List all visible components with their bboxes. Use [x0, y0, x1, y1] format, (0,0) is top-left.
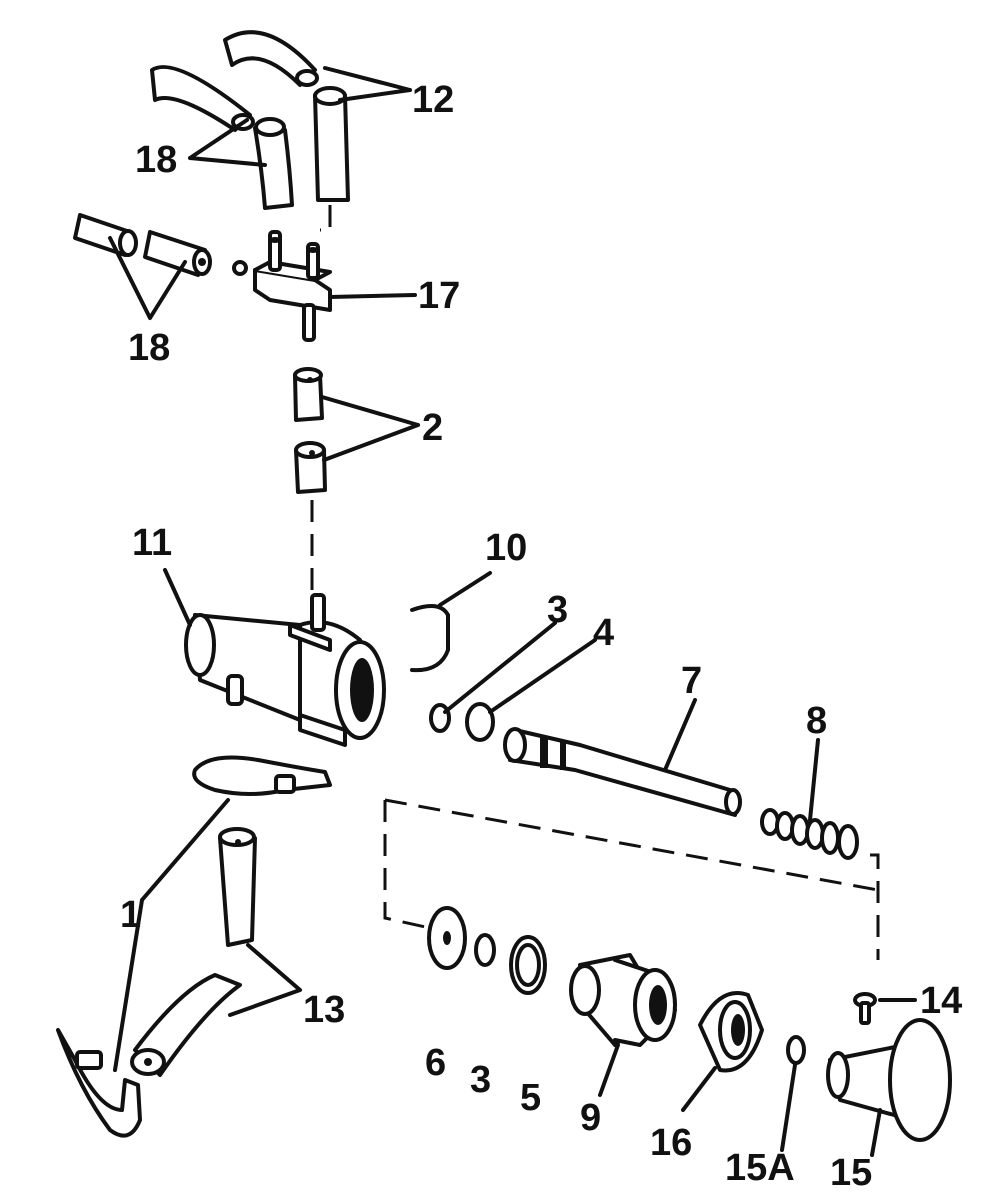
callout-3-upper: 3	[547, 589, 568, 631]
fitting-block-17	[232, 230, 332, 342]
callout-18-lower: 18	[128, 327, 170, 369]
connector-2-upper	[293, 367, 324, 422]
callout-18-upper: 18	[135, 139, 177, 181]
o-ring-3-lower	[474, 933, 496, 967]
valve-body-11	[184, 593, 386, 747]
o-ring-4	[465, 702, 495, 742]
seal-5	[509, 935, 547, 995]
hose-13-upper	[218, 827, 257, 947]
hose-18-short-b	[143, 230, 212, 277]
assembly-dash-outline	[383, 798, 880, 960]
clip-10	[410, 604, 450, 673]
connector-2-lower	[294, 441, 327, 494]
callout-10: 10	[485, 527, 527, 569]
callout-12: 12	[412, 79, 454, 121]
callout-9: 9	[580, 1097, 601, 1139]
callout-11: 11	[132, 522, 172, 564]
callout-2: 2	[422, 407, 443, 449]
washer-6	[427, 906, 467, 970]
washer-15a	[786, 1035, 806, 1065]
callout-16: 16	[650, 1122, 692, 1164]
hose-13-lower	[130, 973, 242, 1077]
hose-12-lower	[313, 86, 350, 202]
hose-18-short-a	[73, 213, 138, 257]
callout-13: 13	[303, 989, 345, 1031]
callout-14: 14	[920, 980, 962, 1022]
callout-15: 15	[830, 1152, 872, 1194]
hose-12-upper	[223, 30, 319, 87]
callout-1: 1	[120, 894, 141, 936]
callout-17: 17	[418, 275, 460, 317]
hose-18-lower	[253, 117, 294, 210]
callout-6: 6	[425, 1042, 446, 1084]
callout-labels: 12 18 17 18 2 11 10 3 4 7 8 1 13 14 6 3 …	[120, 79, 962, 1194]
bushing-9	[569, 953, 677, 1047]
callout-4: 4	[593, 612, 614, 654]
hose-dash-line	[320, 205, 332, 232]
shaft-7	[503, 727, 742, 817]
callout-15a: 15A	[725, 1147, 795, 1189]
spring-8	[760, 808, 859, 860]
callout-7: 7	[681, 660, 702, 702]
callout-5: 5	[520, 1077, 541, 1119]
callout-3-lower: 3	[470, 1059, 491, 1101]
callout-8: 8	[806, 700, 827, 742]
leader-lines	[108, 66, 917, 1157]
strap-clamp-1-lower	[56, 1028, 142, 1138]
screw-14	[853, 992, 877, 1025]
knob-15	[826, 1018, 952, 1142]
strap-clamp-1-upper	[192, 755, 332, 796]
retainer-nut-16	[698, 991, 764, 1073]
hose-18-upper	[150, 65, 255, 132]
